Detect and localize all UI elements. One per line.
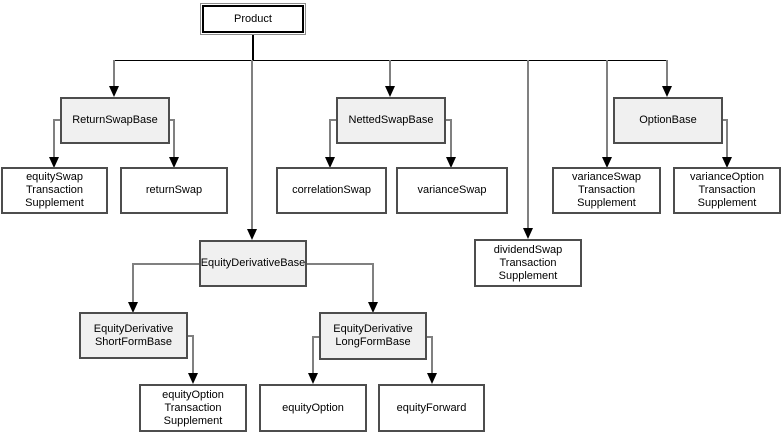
connector-rsb-left-h — [54, 119, 60, 121]
node-variance-swap-transaction-supplement: varianceSwap Transaction Supplement — [552, 167, 661, 214]
arrowhead-equityoption — [308, 373, 318, 384]
connector-lfb-right-v — [431, 336, 433, 373]
arrowhead-equityderivativebase — [247, 229, 257, 240]
arrowhead-varianceoptionts — [722, 157, 732, 168]
node-variance-swap: varianceSwap — [396, 167, 508, 214]
connector-edb-right-v — [372, 263, 374, 302]
arrowhead-shortformbase — [128, 302, 138, 313]
connector-rsb-left-v — [53, 119, 55, 157]
connector-ob-right-h — [722, 119, 728, 121]
connector-drop-returnswapbase — [113, 60, 115, 86]
arrowhead-longformbase — [368, 302, 378, 313]
connector-product-stem — [252, 35, 254, 60]
connector-rsb-right-h — [170, 119, 175, 121]
connector-drop-equityderivativebase — [251, 60, 253, 229]
node-equity-derivative-long-form-base: EquityDerivative LongFormBase — [319, 312, 427, 360]
connector-nsb-right-h — [446, 119, 452, 121]
arrowhead-returnswap — [169, 157, 179, 168]
node-equity-option-transaction-supplement: equityOption Transaction Supplement — [139, 384, 247, 432]
node-variance-option-transaction-supplement: varianceOption Transaction Supplement — [673, 167, 781, 214]
connector-drop-dividendswap — [527, 60, 529, 228]
connector-lfb-left-v — [312, 336, 314, 373]
arrowhead-optionbase — [662, 86, 672, 97]
connector-lfb-right-h — [427, 336, 433, 338]
node-dividend-swap-transaction-supplement: dividendSwap Transaction Supplement — [474, 239, 582, 287]
connector-lfb-left-h — [313, 336, 319, 338]
connector-edb-left-v — [132, 263, 134, 302]
node-return-swap: returnSwap — [120, 167, 228, 214]
connector-drop-optionbase — [666, 60, 668, 86]
arrowhead-varianceswap — [446, 157, 456, 168]
node-correlation-swap: correlationSwap — [276, 167, 387, 214]
arrowhead-dividendswap — [523, 228, 533, 239]
arrowhead-equityforward — [427, 373, 437, 384]
arrowhead-varianceswapts — [602, 157, 612, 168]
node-equity-forward: equityForward — [378, 384, 485, 432]
connector-edb-left-h — [133, 263, 199, 265]
connector-nsb-left-v — [329, 119, 331, 157]
connector-drop-nettedswapbase — [389, 60, 391, 86]
arrowhead-returnswapbase — [109, 86, 119, 97]
node-equity-derivative-base: EquityDerivativeBase — [199, 240, 307, 287]
node-product-label: Product — [202, 5, 304, 33]
arrowhead-correlationswap — [325, 157, 335, 168]
arrowhead-equityswapts — [49, 157, 59, 168]
connector-drop-varianceswapts — [606, 60, 608, 157]
node-return-swap-base: ReturnSwapBase — [60, 97, 170, 144]
node-equity-derivative-short-form-base: EquityDerivative ShortFormBase — [79, 312, 188, 359]
node-equity-swap-transaction-supplement: equitySwap Transaction Supplement — [1, 167, 108, 214]
node-equity-option: equityOption — [259, 384, 367, 432]
arrowhead-nettedswapbase — [385, 86, 395, 97]
connector-sfb-right-h — [188, 335, 194, 337]
node-option-base: OptionBase — [613, 97, 723, 144]
connector-sfb-right-v — [192, 335, 194, 373]
connector-nsb-left-h — [330, 119, 336, 121]
connector-bus — [114, 60, 668, 61]
connector-ob-right-v — [726, 119, 728, 157]
node-netted-swap-base: NettedSwapBase — [336, 97, 446, 144]
connector-nsb-right-v — [450, 119, 452, 157]
node-product: Product — [200, 3, 306, 35]
connector-rsb-right-v — [173, 119, 175, 157]
arrowhead-equityoptionts — [188, 373, 198, 384]
connector-edb-right-h — [307, 263, 373, 265]
